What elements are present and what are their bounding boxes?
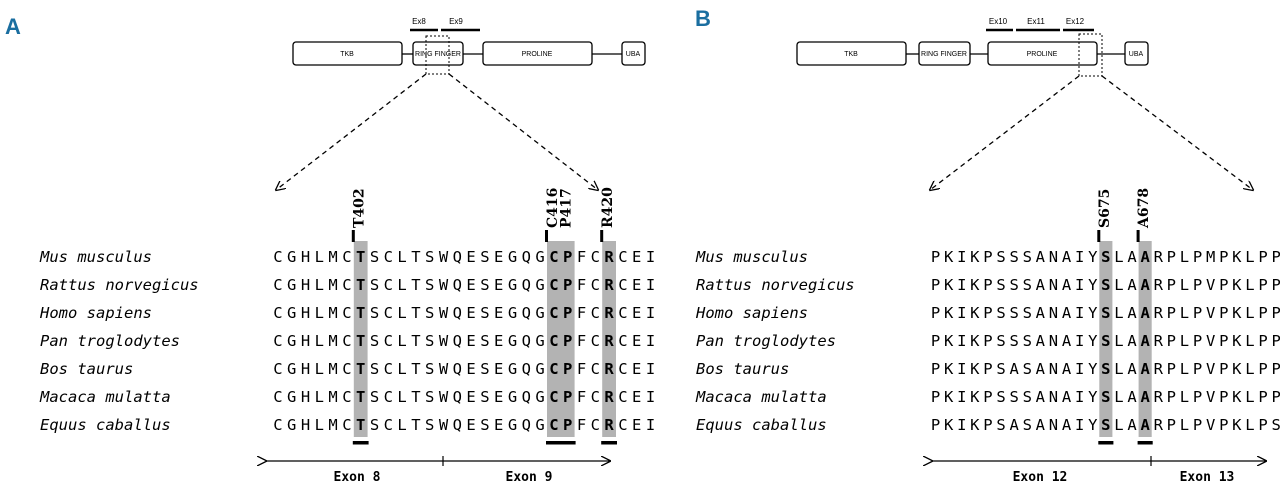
domain-label-ring-finger-b: RING FINGER (921, 51, 967, 58)
species-name: Pan troglodytes (696, 332, 836, 350)
zoom-arrow-right-b (1101, 75, 1253, 190)
panel-letter-b: B (695, 6, 711, 31)
mutation-tick (351, 230, 355, 242)
domain-proline-b (987, 41, 1098, 66)
mutation-tick (600, 230, 604, 242)
mutation-label: C416 (545, 188, 561, 228)
highlight-underline (352, 441, 369, 445)
domain-label-tkb-a: TKB (340, 51, 354, 58)
zoom-arrow-left-a (276, 73, 427, 190)
highlight-bar (602, 241, 616, 437)
domain-ring-finger-a (412, 41, 464, 66)
domain-label-tkb-b: TKB (844, 51, 858, 58)
panel-a: A TKB RING FINGER PROLINE UBA Ex8 Ex9 (5, 14, 655, 485)
mutation-tick (1136, 230, 1140, 242)
highlight-bar (547, 241, 575, 437)
domain-label-proline-b: PROLINE (1027, 51, 1058, 58)
mutation-label: R420 (600, 187, 616, 228)
species-name: Rattus norvegicus (40, 276, 199, 294)
domain-tkb-a (292, 41, 403, 66)
mutation-label: T402 (352, 188, 368, 228)
highlight-bar (1099, 241, 1113, 437)
species-name: Rattus norvegicus (696, 276, 855, 294)
species-name: Equus caballus (696, 416, 827, 434)
species-name: Mus musculus (695, 248, 808, 266)
mutation-label: P417 (559, 188, 575, 228)
mutation-label: A678 (1136, 188, 1152, 229)
domain-ring-finger-b (918, 41, 971, 66)
exon-label-ex11: Ex11 (1027, 17, 1045, 26)
domain-label-uba-a: UBA (626, 51, 641, 58)
domain-label-proline-a: PROLINE (522, 51, 553, 58)
exon-label-ex9: Ex9 (449, 17, 463, 26)
species-name: Pan troglodytes (40, 332, 180, 350)
exon-axis-label-12: Exon 12 (1013, 470, 1068, 485)
panel-b: B TKB RING FINGER PROLINE UBA Ex10 Ex11 … (695, 6, 1280, 485)
highlight-underline (1098, 441, 1114, 445)
domain-schematic-a: TKB RING FINGER PROLINE UBA Ex8 Ex9 (292, 17, 646, 75)
zoom-box-b (1078, 33, 1103, 77)
species-name: Bos taurus (40, 360, 133, 378)
species-name: Equus caballus (40, 416, 171, 434)
exon-axis-label-8: Exon 8 (334, 470, 381, 485)
domain-label-ring-finger-a: RING FINGER (415, 51, 461, 58)
mutation-tick (545, 230, 548, 242)
exon-axis-label-9: Exon 9 (506, 470, 553, 485)
exon-label-ex8: Ex8 (412, 17, 426, 26)
domain-proline-a (482, 41, 593, 66)
highlight-bar (1138, 241, 1152, 437)
species-name: Homo sapiens (39, 304, 152, 322)
domain-uba-b (1124, 41, 1149, 66)
highlight-bar (353, 241, 368, 437)
exon-label-ex10: Ex10 (989, 17, 1008, 26)
highlight-columns-b (1098, 241, 1153, 445)
species-name: Homo sapiens (695, 304, 808, 322)
highlight-underline (601, 441, 617, 445)
mutation-tick (1097, 230, 1101, 242)
species-name: Bos taurus (696, 360, 789, 378)
exon-label-ex12: Ex12 (1066, 17, 1085, 26)
mutation-labels-b: S675 A678 (1097, 188, 1152, 242)
highlight-underline (1137, 441, 1153, 445)
domain-schematic-b: TKB RING FINGER PROLINE UBA Ex10 Ex11 Ex… (796, 17, 1149, 77)
zoom-arrow-right-a (448, 73, 598, 190)
exon-axis-label-13: Exon 13 (1180, 470, 1235, 485)
zoom-box-a (425, 35, 450, 75)
highlight-underline (546, 441, 576, 445)
highlight-columns-a (352, 241, 617, 445)
mutation-label: S675 (1097, 189, 1113, 228)
zoom-arrow-left-b (930, 75, 1080, 190)
species-name: Mus musculus (39, 248, 152, 266)
domain-tkb-b (796, 41, 907, 66)
species-name: Macaca mulatta (39, 388, 171, 406)
panel-letter-a: A (5, 14, 21, 39)
domain-label-uba-b: UBA (1129, 51, 1144, 58)
species-name: Macaca mulatta (695, 388, 827, 406)
domain-uba-a (621, 41, 646, 66)
